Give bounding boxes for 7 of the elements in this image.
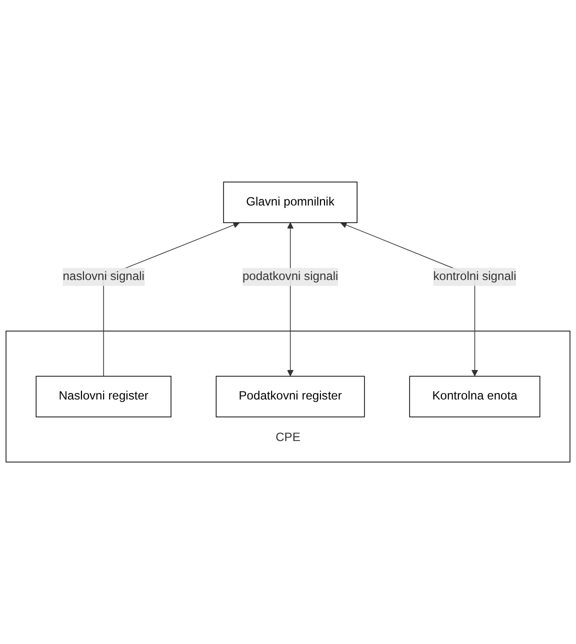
node-box: Kontrolna enota	[409, 376, 540, 418]
node-box: Naslovni register	[36, 376, 172, 418]
node-box: Podatkovni register	[216, 376, 365, 418]
edge-label: kontrolni signali	[433, 270, 516, 283]
edge-label: naslovni signali	[62, 270, 144, 283]
node-box: Glavni pomnilnik	[223, 182, 358, 223]
edge-label: podatkovni signali	[242, 270, 338, 283]
